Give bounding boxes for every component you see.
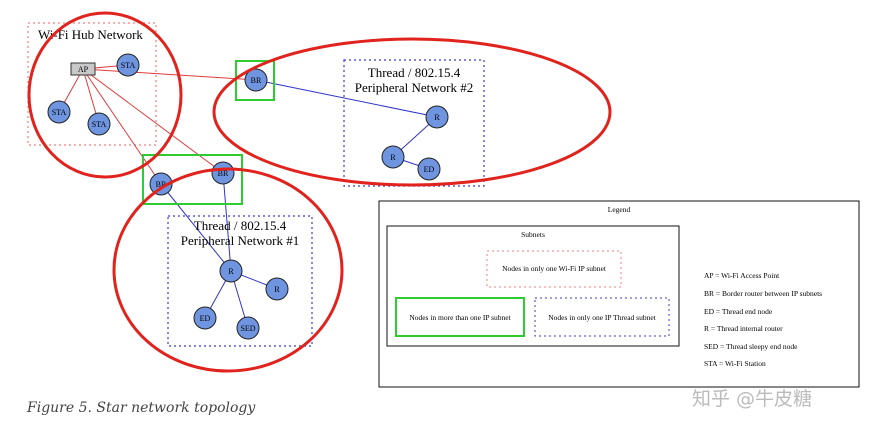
thread1-title-line1: Thread / 802.15.4 xyxy=(194,218,287,233)
br-label-right: BR xyxy=(218,169,229,178)
edge-ap-br-top xyxy=(82,68,257,81)
sta-node-2: STA xyxy=(47,100,71,124)
abbr-ed: ED = Thread end node xyxy=(704,307,773,316)
thread1-highlight-ellipse xyxy=(112,167,344,373)
ap-node: AP xyxy=(70,62,96,76)
wifi-highlight-ellipse xyxy=(27,11,183,179)
multi-subnet-box-bottom xyxy=(142,154,243,205)
thread2-title-line2: Peripheral Network #2 xyxy=(355,80,473,95)
figure-caption: Figure 5. Star network topology xyxy=(27,400,256,416)
sta-node-3: STA xyxy=(87,112,111,136)
edge-br-right-r-main xyxy=(222,172,232,272)
br-node-left: BR xyxy=(149,172,173,196)
multi-subnet-box-top xyxy=(235,60,275,101)
r-node-small: R xyxy=(265,277,289,301)
legend: Legend Subnets Nodes in only one Wi-Fi I… xyxy=(378,200,860,388)
sed-label: SED xyxy=(240,324,255,333)
watermark: 知乎 @牛皮糖 xyxy=(692,388,813,410)
subnets-box xyxy=(386,225,680,347)
edge-br-left-r-main xyxy=(160,183,232,272)
thread1-subnet-box xyxy=(167,215,313,347)
legend-thread-only-box xyxy=(534,297,670,337)
abbr-r: R = Thread internal router xyxy=(704,324,783,333)
r-label-mid: R xyxy=(390,153,396,162)
legend-box xyxy=(378,200,860,388)
abbr-br: BR = Border router between IP subnets xyxy=(704,289,822,298)
ed-label-bottom: ED xyxy=(200,314,211,323)
br-node-top: BR xyxy=(244,68,268,92)
legend-wifi-only-box xyxy=(486,250,622,288)
br-node-right: BR xyxy=(211,161,235,185)
wifi-network-title: Wi-Fi Hub Network xyxy=(38,27,143,42)
ed-node-top: ED xyxy=(417,157,441,181)
abbr-ap: AP = Wi-Fi Access Point xyxy=(704,271,780,280)
sta-label-3: STA xyxy=(92,120,107,129)
r-node-mid: R xyxy=(381,145,405,169)
sta-label-1: STA xyxy=(121,61,136,70)
br-label-left: BR xyxy=(156,180,167,189)
edge-br-top-r-top xyxy=(255,79,438,118)
legend-wifi-only-label: Nodes in only one Wi-Fi IP subnet xyxy=(502,264,607,273)
sed-node: SED xyxy=(236,316,260,340)
legend-multi-subnet-box xyxy=(395,297,525,337)
abbr-sed: SED = Thread sleepy end node xyxy=(704,342,798,351)
r-node-main: R xyxy=(219,259,243,283)
r-label-small: R xyxy=(274,285,280,294)
br-label-top: BR xyxy=(251,76,262,85)
r-label-top: R xyxy=(434,113,440,122)
thread2-title-line1: Thread / 802.15.4 xyxy=(368,65,461,80)
thread2-highlight-ellipse xyxy=(212,37,612,187)
legend-multi-subnet-label: Nodes in more than one IP subnet xyxy=(409,313,511,322)
sta-node-1: STA xyxy=(116,53,140,77)
legend-title: Legend xyxy=(608,205,631,214)
ed-label-top: ED xyxy=(424,165,435,174)
edge-ap-br-left xyxy=(82,68,162,185)
sta-label-2: STA xyxy=(52,108,67,117)
r-node-top: R xyxy=(425,105,449,129)
thread1-title-line2: Peripheral Network #1 xyxy=(181,233,299,248)
abbr-sta: STA = Wi-Fi Station xyxy=(704,359,766,368)
ed-node-bottom: ED xyxy=(193,306,217,330)
r-label-main: R xyxy=(228,267,234,276)
subnets-title: Subnets xyxy=(521,230,545,239)
legend-thread-only-label: Nodes in only one IP Thread subnet xyxy=(548,313,656,322)
ap-label: AP xyxy=(78,65,89,74)
